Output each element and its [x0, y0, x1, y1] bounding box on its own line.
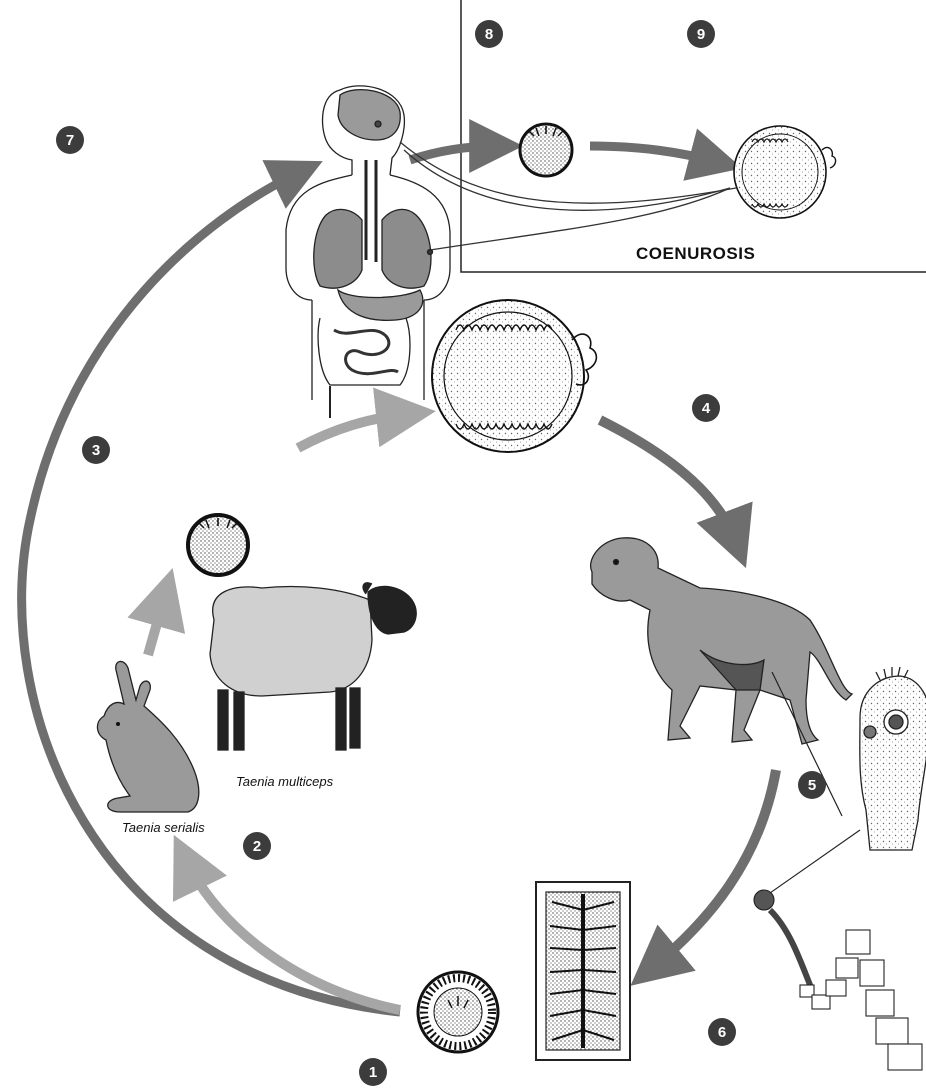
svg-text:6: 6 — [718, 1024, 726, 1041]
svg-text:5: 5 — [808, 777, 816, 794]
arrow-coenurus-to-dog — [600, 420, 736, 542]
svg-text:4: 4 — [702, 400, 711, 417]
cysticercus-small-box — [520, 124, 572, 176]
step-badge-6: 6 — [708, 1018, 736, 1046]
rabbit — [97, 661, 198, 812]
coenurosis-title: COENUROSIS — [636, 244, 755, 263]
arrow-dog-to-proglottid — [652, 770, 776, 968]
step-badge-4: 4 — [692, 394, 720, 422]
arrow-to-coenurus — [298, 414, 408, 448]
svg-text:1: 1 — [369, 1064, 377, 1081]
step-badge-8: 8 — [475, 20, 503, 48]
caption-taenia-multiceps: Taenia multiceps — [236, 774, 334, 789]
caption-taenia-serialis: Taenia serialis — [122, 820, 205, 835]
coenurus-large — [432, 300, 596, 452]
svg-text:3: 3 — [92, 442, 100, 459]
adult-worm — [754, 830, 922, 1070]
svg-text:8: 8 — [485, 26, 493, 43]
step-badge-7: 7 — [56, 126, 84, 154]
arrow-human-to-cyst — [410, 146, 498, 160]
scolex — [860, 667, 926, 850]
step-badge-2: 2 — [243, 832, 271, 860]
step-badge-3: 3 — [82, 436, 110, 464]
gravid-proglottid — [536, 882, 630, 1060]
coenurus-box — [734, 126, 836, 218]
step-badge-5: 5 — [798, 771, 826, 799]
svg-text:7: 7 — [66, 132, 74, 149]
svg-text:9: 9 — [697, 26, 705, 43]
arrow-host-to-cyst — [148, 595, 165, 655]
cysticercus-small-left — [188, 515, 248, 575]
egg — [418, 972, 498, 1052]
arrow-cyst-to-coenurus-box — [590, 146, 718, 162]
svg-text:2: 2 — [253, 838, 261, 855]
step-badge-9: 9 — [687, 20, 715, 48]
step-badge-1: 1 — [359, 1058, 387, 1086]
sheep — [210, 583, 416, 750]
